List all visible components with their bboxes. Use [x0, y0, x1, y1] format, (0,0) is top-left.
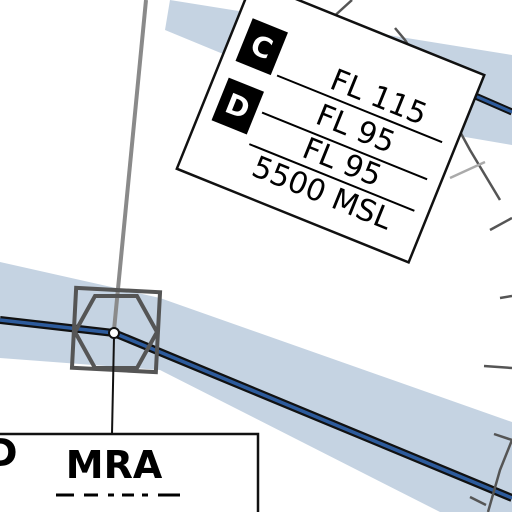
class-d-separator [261, 111, 428, 181]
class-d-badge [211, 77, 264, 135]
fix-leader-line [112, 0, 148, 331]
mra-box: D MRA [0, 431, 260, 512]
compass-tick-light [449, 160, 486, 180]
mra-box-frame [0, 432, 260, 512]
compass-tick [499, 294, 512, 300]
class-c-badge [235, 18, 288, 76]
mra-leader-line [111, 336, 115, 435]
airspace-info-box: C FL 115 D FL 95 FL 95 5500 MSL [175, 0, 486, 265]
compass-tick [469, 495, 487, 507]
fix-center [108, 327, 120, 339]
main-airway-band [0, 262, 512, 512]
compass-rose [329, 0, 512, 512]
compass-tick [489, 216, 512, 232]
class-d-lower-separator [248, 143, 415, 212]
class-c-separator [276, 74, 443, 144]
fix-hexagon [72, 294, 160, 370]
compass-tick [483, 364, 512, 370]
partial-label: D [0, 431, 18, 475]
mra-label: MRA [66, 443, 163, 487]
compass-rose-arc [486, 439, 512, 512]
compass-tick [493, 432, 512, 442]
